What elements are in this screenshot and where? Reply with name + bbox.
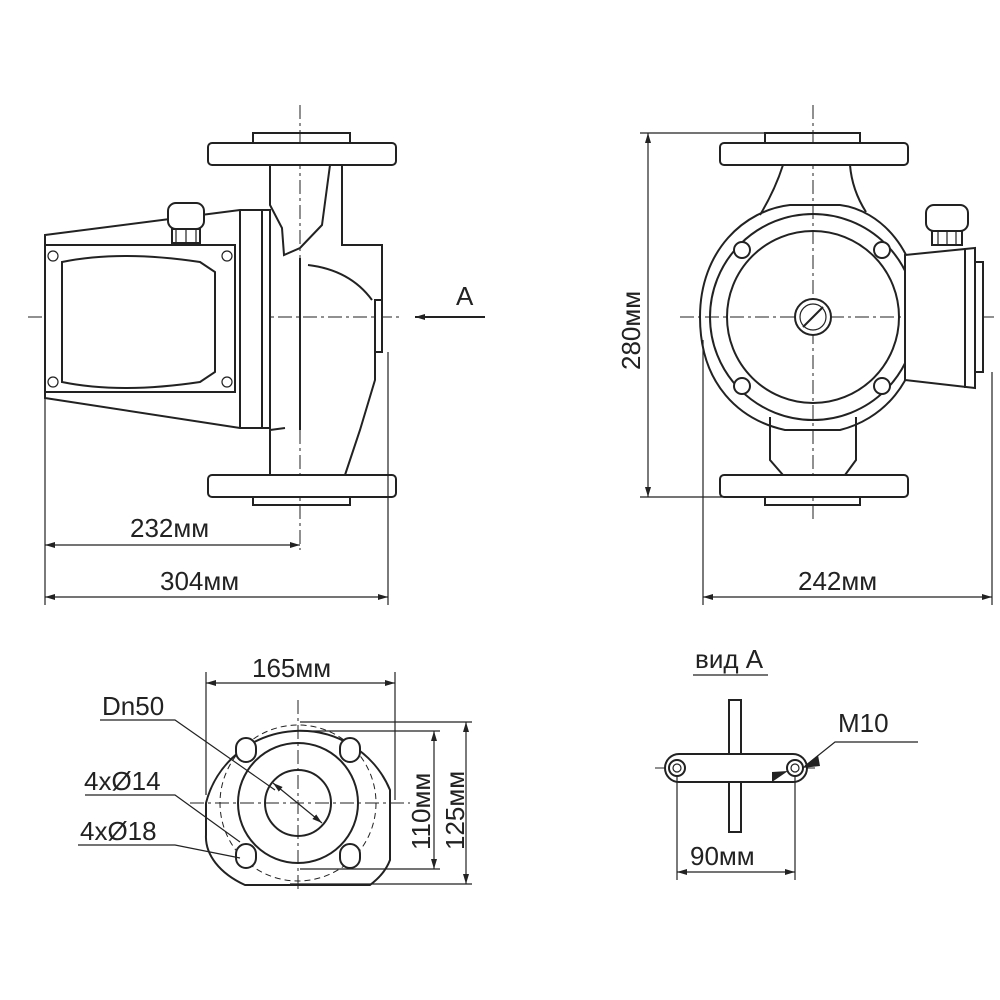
dimension-232: 232мм — [130, 513, 209, 543]
dimension-110: 110мм — [406, 773, 436, 850]
front-view-dimensions — [640, 132, 993, 605]
dimension-280: 280мм — [616, 291, 646, 370]
front-view — [680, 105, 998, 520]
side-view — [28, 105, 485, 550]
flange-dimensions — [205, 672, 472, 885]
holes-14-label: 4хØ14 — [84, 766, 161, 796]
thread-label: M10 — [838, 708, 889, 738]
holes-18-label: 4хØ18 — [80, 816, 157, 846]
flange-leaders — [78, 719, 276, 859]
view-a-title: вид A — [695, 644, 764, 674]
dimension-165: 165мм — [252, 653, 331, 683]
dimension-242: 242мм — [798, 566, 877, 596]
side-view-dimensions — [44, 352, 389, 605]
view-a-dimensions — [676, 776, 796, 880]
view-arrow-label: A — [456, 281, 474, 311]
dimension-125: 125мм — [440, 771, 470, 850]
view-a — [655, 699, 918, 833]
dimension-304: 304мм — [160, 566, 239, 596]
flange-view — [190, 700, 410, 892]
nominal-diameter-label: Dn50 — [102, 691, 164, 721]
dimension-90: 90мм — [690, 841, 755, 871]
